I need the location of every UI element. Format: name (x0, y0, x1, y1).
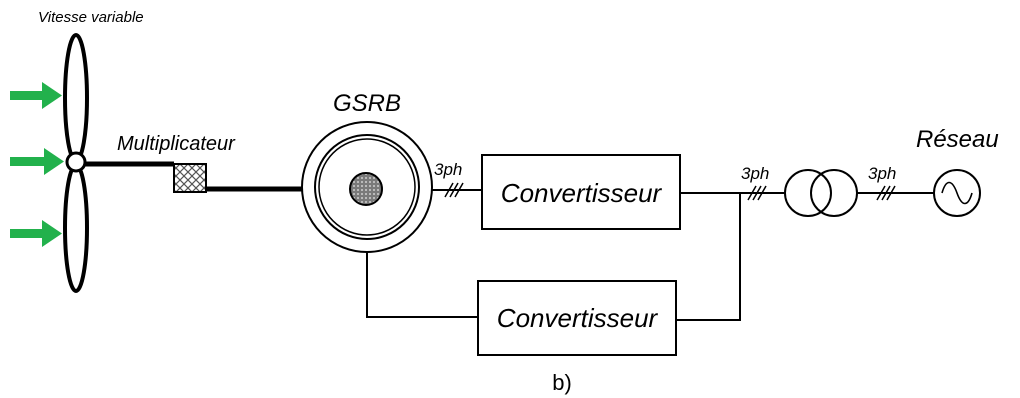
wind-arrow-icon (10, 82, 62, 109)
wind-arrow-icon (10, 148, 64, 175)
converter-top (481, 154, 681, 230)
three-phase-mark (747, 185, 767, 201)
wind-arrow-icons (10, 82, 64, 247)
figure-caption: b) (552, 370, 572, 395)
gearbox-hatched-icon (173, 163, 207, 193)
phase-label-bus: 3ph (741, 164, 769, 183)
transformer-icon (784, 169, 858, 217)
converter-bottom-label: Convertisseur (497, 303, 659, 333)
generator-label: GSRB (333, 90, 401, 117)
converter-top-label: Convertisseur (501, 178, 663, 208)
converter-bottom (477, 280, 677, 356)
wind-arrow-icon (10, 220, 62, 247)
three-phase-mark (876, 185, 896, 201)
generator-icon (301, 121, 433, 253)
grid-label: Réseau (916, 126, 999, 153)
turbine-speed-label: Vitesse variable (38, 9, 144, 26)
gearbox-label: Multiplicateur (117, 133, 236, 155)
ac-sine-icon (933, 169, 981, 217)
phase-label-generator: 3ph (434, 160, 462, 179)
bottom-converter-line (676, 193, 741, 321)
phase-label-grid: 3ph (868, 164, 896, 183)
rotor-line (366, 252, 478, 318)
turbine-rotor-icon (63, 33, 89, 293)
three-phase-mark (444, 182, 464, 198)
